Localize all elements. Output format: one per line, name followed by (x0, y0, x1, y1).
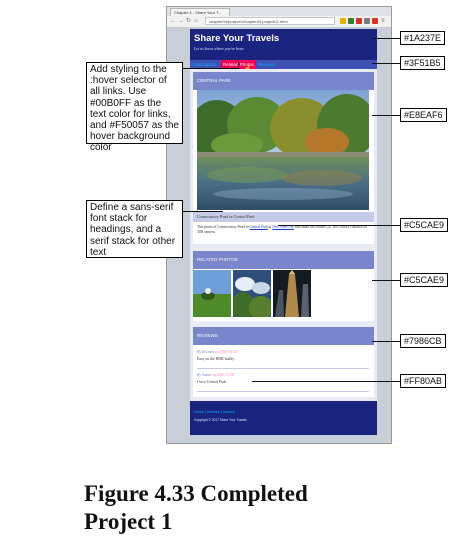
extension-icon[interactable] (364, 18, 370, 24)
color-label-caption: #C5CAE9 (400, 218, 449, 232)
color-label-header: #1A237E (400, 31, 446, 45)
site-tagline: Let us know where you've been (194, 46, 244, 51)
color-label-card-head: #7986CB (400, 334, 446, 348)
description-text: in (267, 225, 273, 229)
review-author: By Susan on 2016-11-18 (197, 373, 369, 377)
extension-icon[interactable] (340, 18, 346, 24)
related-photo-thumbnail[interactable] (193, 270, 231, 317)
annotation-fonts-note: Define a sans-serif font stack for headi… (86, 200, 183, 258)
related-photos-heading: RELATED PHOTOS (193, 251, 374, 269)
figure-caption: Figure 4.33 Completed Project 1 (84, 480, 308, 536)
review-item: By Susan on 2016-11-18 I love Central Pa… (197, 373, 369, 384)
review-divider (197, 391, 369, 392)
back-icon[interactable]: ← (170, 18, 176, 24)
callout-line (252, 381, 400, 382)
color-label-nav: #3F51B5 (400, 56, 445, 70)
callout-line (372, 280, 400, 281)
review-date: on 2016-05-23 (215, 350, 238, 354)
central-park-photo[interactable] (197, 90, 369, 210)
callout-line (372, 38, 400, 39)
web-page: Share Your Travels Let us know where you… (190, 29, 377, 435)
review-item: By Ricardo on 2016-05-23 Easy on the HDR… (197, 350, 369, 361)
central-park-link[interactable]: Central Park (249, 225, 268, 229)
annotation-hover-note: Add styling to the :hover selector of al… (86, 62, 183, 153)
reviews-card: REVIEWS By Ricardo on 2016-05-23 Easy on… (193, 327, 374, 397)
color-label-heading-bg: #C5CAE9 (400, 273, 449, 287)
review-author-name: By Ricardo (197, 350, 215, 354)
related-photo-thumbnail[interactable] (273, 270, 311, 317)
content-area: CENTRAL PARK (190, 69, 377, 401)
home-icon[interactable]: ⌂ (194, 18, 198, 24)
figure-caption-line: Project 1 (84, 509, 173, 534)
browser-toolbar: ← → ↻ ⌂ chapter04/project1/chapter04-pro… (167, 16, 391, 28)
reload-icon[interactable]: ↻ (186, 18, 192, 24)
photo-description: This photo of Conservatory Pond in Centr… (197, 225, 369, 235)
callout-line (278, 225, 400, 226)
address-bar[interactable]: chapter04/project1/chapter04-project01.h… (205, 17, 335, 25)
nav-link-reviews[interactable]: Reviews (258, 62, 276, 67)
extension-icon[interactable] (372, 18, 378, 24)
description-text: This photo of Conservatory Pond in (197, 225, 250, 229)
photo-heading: CENTRAL PARK (193, 72, 374, 90)
callout-line (372, 115, 400, 116)
related-photos-card: RELATED PHOTOS (193, 251, 374, 321)
extension-icon[interactable] (348, 18, 354, 24)
callout-line (183, 68, 238, 69)
extension-icon[interactable] (356, 18, 362, 24)
footer-copyright: Copyright © 2017 Share Your Travels (194, 418, 247, 422)
color-label-content: #E8EAF6 (400, 108, 447, 122)
related-photo-thumbnail[interactable] (233, 270, 271, 317)
menu-icon[interactable]: ≡ (381, 18, 385, 24)
review-divider (197, 368, 369, 369)
nav-link-description[interactable]: Description (193, 62, 216, 67)
description-text: was taken on October 22, 2015 with a Can… (197, 225, 368, 234)
forward-icon[interactable]: → (178, 18, 184, 24)
review-text: Easy on the HDR buddy. (197, 357, 235, 361)
callout-line (238, 62, 239, 69)
site-footer: Home | Browse | Search Copyright © 2017 … (190, 401, 377, 435)
figure-caption-line: Figure 4.33 Completed (84, 481, 308, 506)
tab-bar: Chapter 4 - Share Your T... (167, 7, 391, 16)
browser-tab[interactable]: Chapter 4 - Share Your T... (170, 8, 230, 16)
color-label-review-date: #FF80AB (400, 374, 447, 388)
review-date: on 2016-11-18 (211, 373, 235, 377)
callout-line (372, 63, 400, 64)
reviews-heading: REVIEWS (193, 327, 374, 345)
callout-line (183, 211, 223, 212)
site-title: Share Your Travels (194, 33, 280, 44)
footer-links[interactable]: Home | Browse | Search (194, 410, 236, 414)
review-text: I love Central Park. (197, 380, 227, 384)
review-author-name: By Susan (197, 373, 212, 377)
new-york-city-link[interactable]: New York City (272, 225, 294, 229)
photo-caption: Conservatory Pond in Central Park (193, 212, 374, 222)
site-header: Share Your Travels Let us know where you… (190, 29, 377, 60)
browser-window: Chapter 4 - Share Your T... ← → ↻ ⌂ chap… (166, 6, 392, 444)
callout-line (372, 341, 400, 342)
review-author: By Ricardo on 2016-05-23 (197, 350, 369, 354)
photo-card: CENTRAL PARK (193, 72, 374, 244)
